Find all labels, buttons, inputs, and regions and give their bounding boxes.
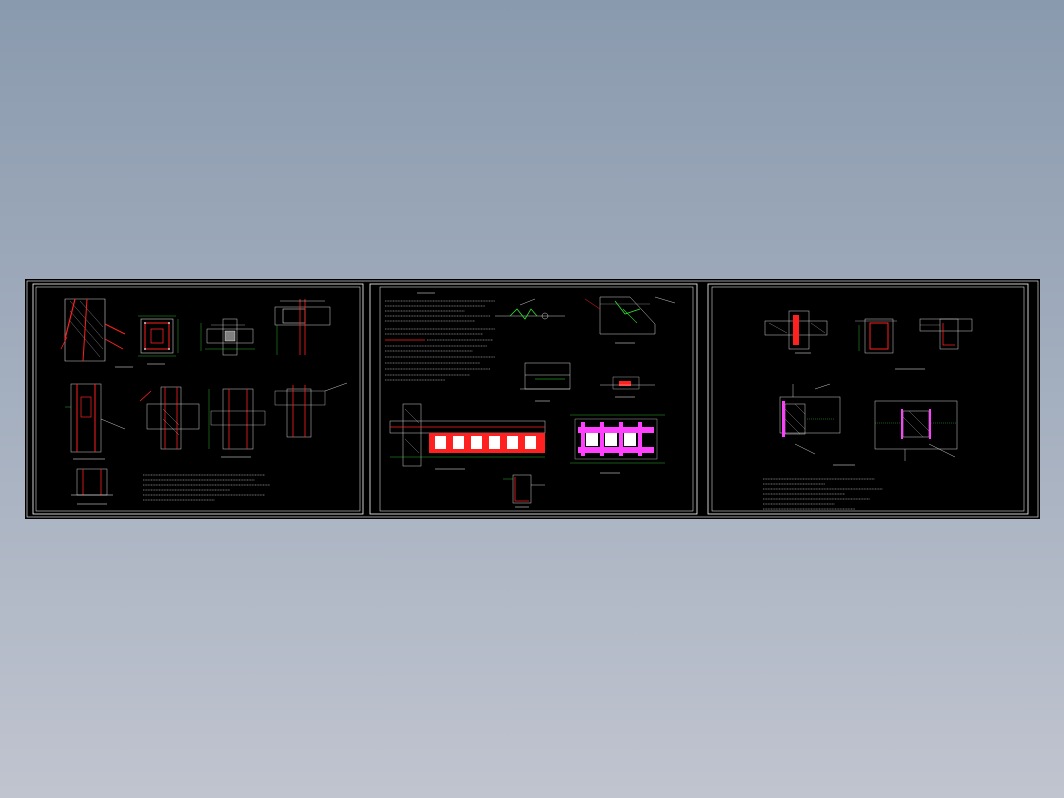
detail-wall-section: [60, 298, 133, 368]
cad-drawing: [26, 280, 1039, 518]
detail-column-plan: [138, 315, 179, 365]
detail-beam-elevation: [389, 403, 546, 470]
detail-column-elevation-d: [208, 388, 266, 458]
detail-corner-joint: [584, 296, 676, 344]
notes-block-right: [763, 478, 883, 510]
detail-waterstop: [495, 298, 565, 320]
detail-section-1-1: [503, 474, 545, 508]
detail-column-elevation-c: [139, 386, 200, 450]
drawing-sheet[interactable]: [25, 279, 1040, 519]
detail-grid-plan: [570, 414, 665, 474]
detail-wall-opening-right: [833, 400, 958, 466]
detail-column-elevation-a: [274, 299, 331, 355]
detail-column-elevation-e: [274, 382, 348, 438]
detail-slab-edge: [520, 362, 571, 402]
notes-block-middle: [385, 292, 495, 381]
detail-wall-opening-left: [779, 383, 841, 455]
detail-top-joint-a: [764, 310, 828, 354]
panel-right-details: [707, 283, 1029, 515]
detail-column-elevation-b: [65, 383, 126, 460]
detail-top-joint-c: [895, 318, 973, 370]
detail-beam-end: [600, 376, 655, 398]
panel-middle-details: [369, 283, 698, 515]
panel-left-details: [32, 283, 364, 515]
detail-joint-plan: [200, 318, 255, 356]
detail-footing: [71, 468, 113, 505]
detail-top-joint-b: [855, 318, 897, 354]
notes-block-left: [143, 474, 270, 501]
